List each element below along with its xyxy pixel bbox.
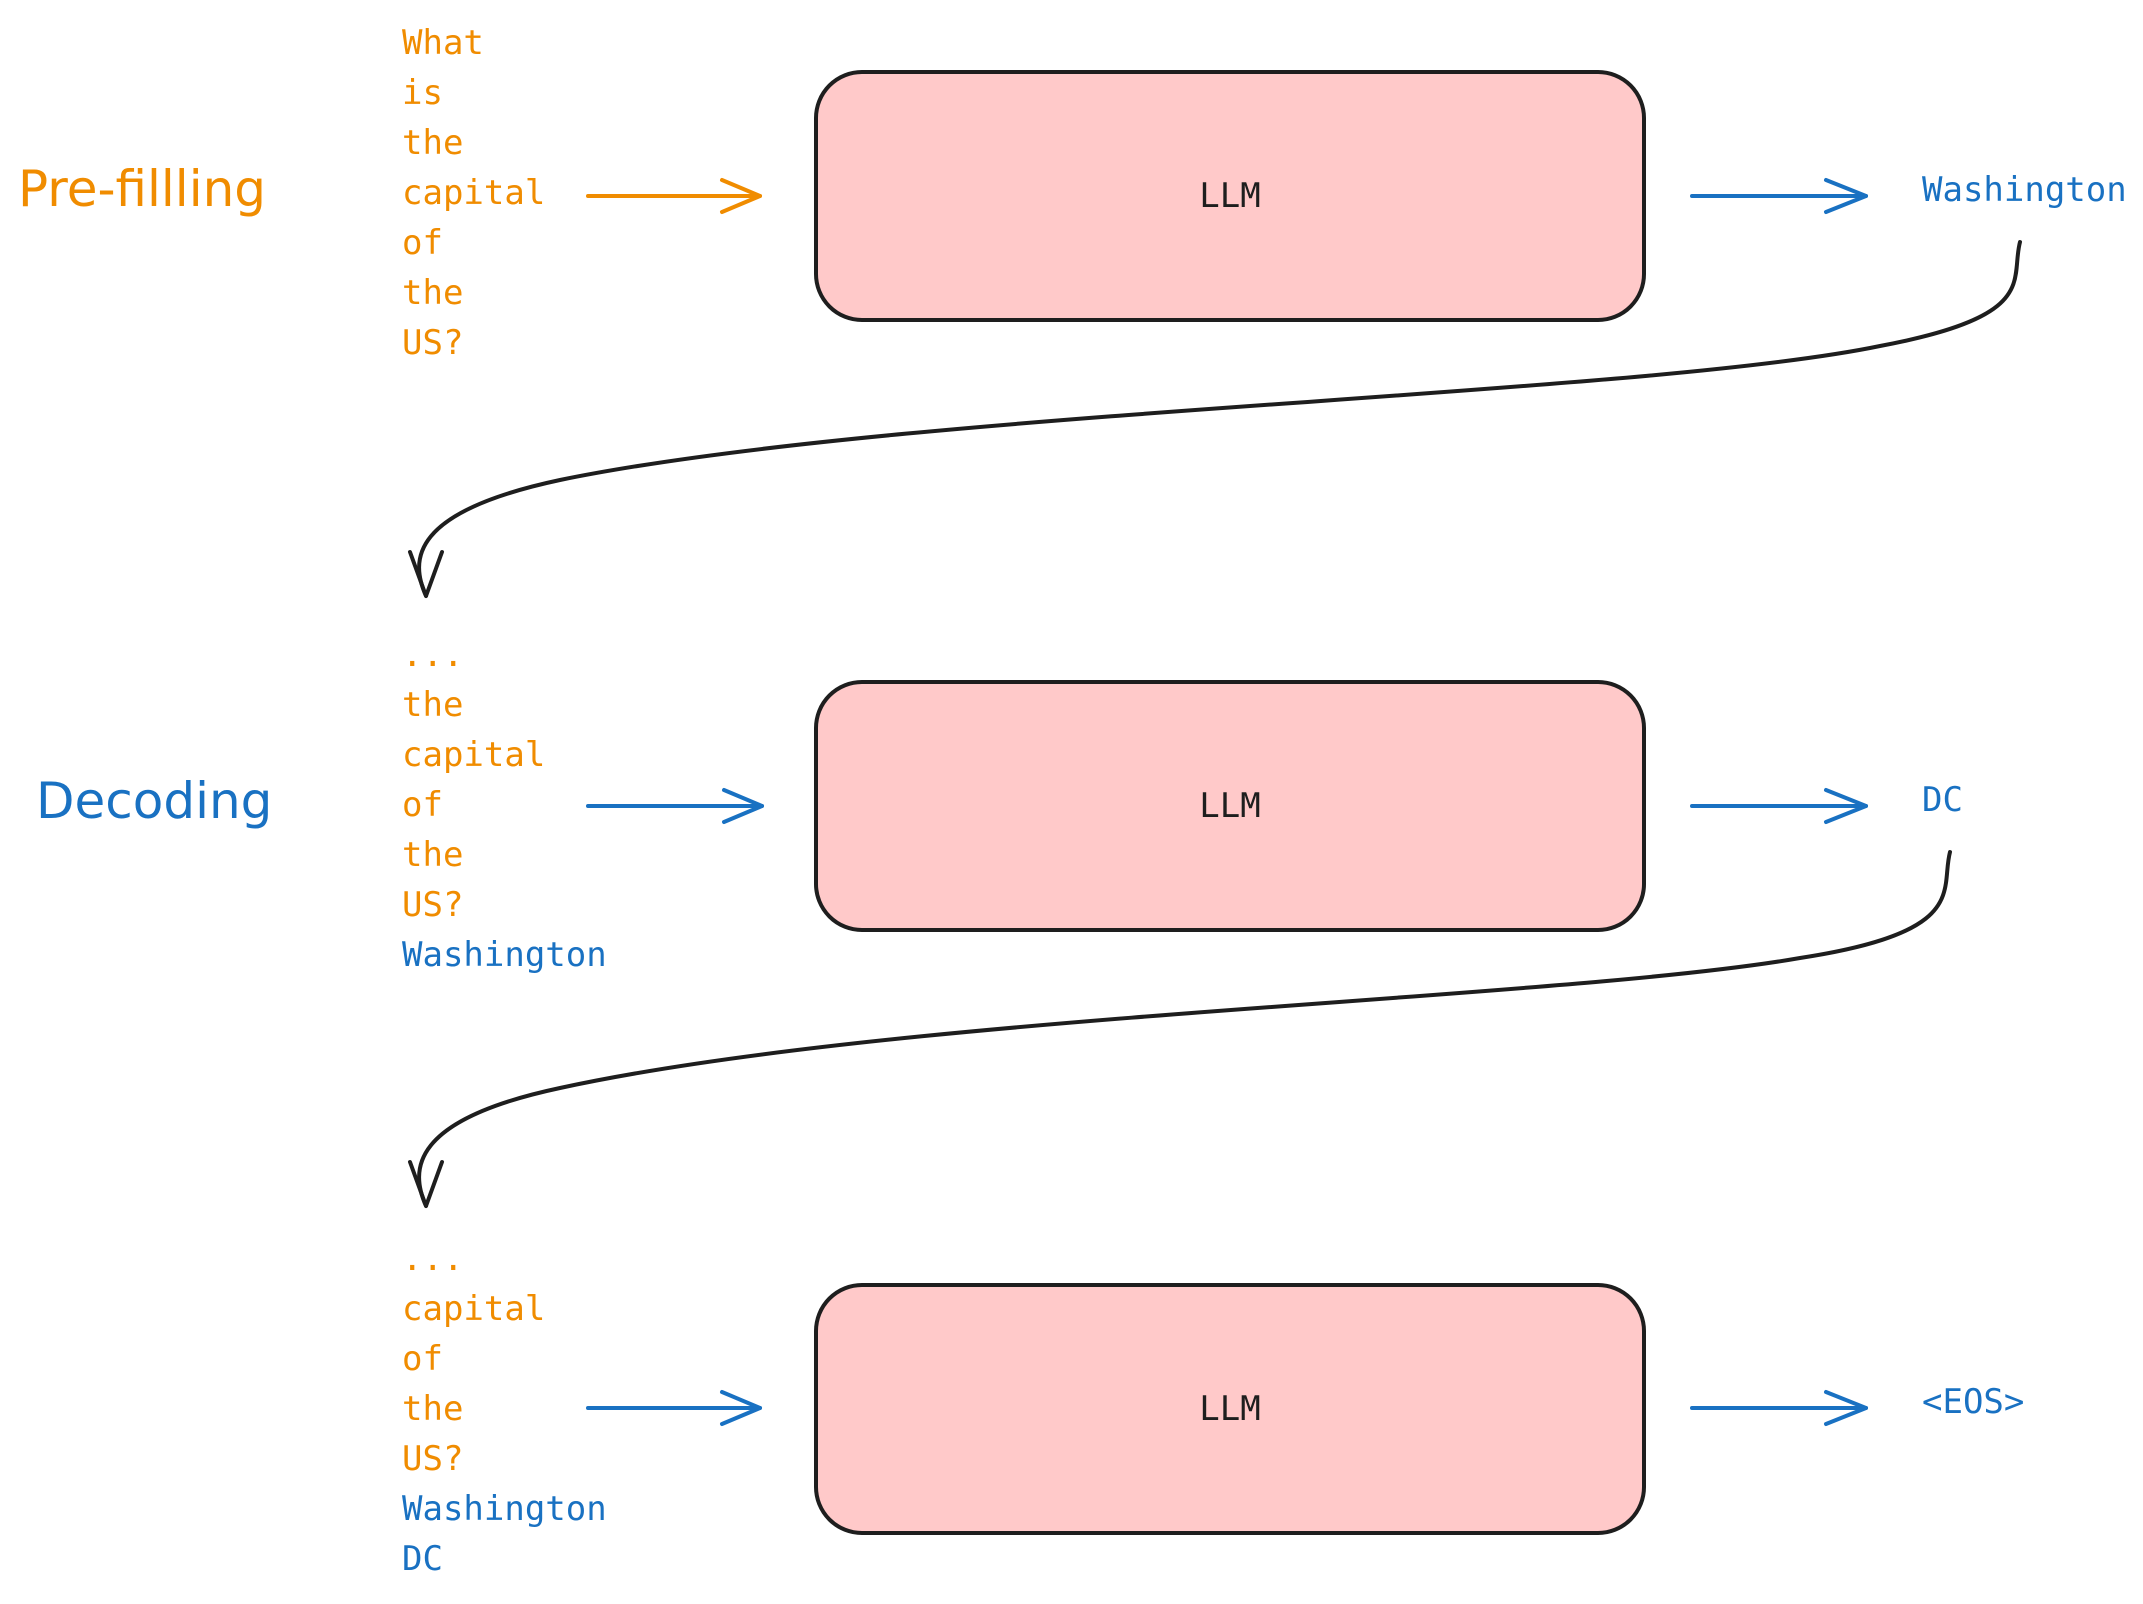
llm-box-step-3: LLM bbox=[814, 1283, 1646, 1535]
prompt-token: the bbox=[402, 123, 464, 163]
prompt-token: US? bbox=[402, 323, 464, 363]
step-3-input-arrow bbox=[586, 1390, 762, 1426]
prompt-token: capital bbox=[402, 735, 546, 775]
feedback-arrow-1 bbox=[408, 240, 2022, 598]
step-1-output-arrow bbox=[1690, 178, 1868, 214]
step-3-output-token: <EOS> bbox=[1922, 1382, 2025, 1422]
step-1-output-token: Washington bbox=[1922, 170, 2127, 210]
prompt-token: of bbox=[402, 1339, 443, 1379]
decoding-phase-label: Decoding bbox=[36, 772, 273, 830]
llm-label: LLM bbox=[1199, 176, 1261, 216]
step-3-input-tokens: ... capital of the US? Washington DC bbox=[402, 1234, 607, 1584]
prompt-token: capital bbox=[402, 173, 546, 213]
generated-token: Washington bbox=[402, 1489, 607, 1529]
prompt-token: of bbox=[402, 223, 443, 263]
llm-label: LLM bbox=[1199, 786, 1261, 826]
prompt-token: the bbox=[402, 835, 464, 875]
step-2-input-arrow bbox=[586, 788, 764, 824]
llm-box-step-1: LLM bbox=[814, 70, 1646, 322]
llm-box-step-2: LLM bbox=[814, 680, 1646, 932]
prompt-token: capital bbox=[402, 1289, 546, 1329]
generated-token: DC bbox=[402, 1539, 443, 1579]
prompt-token: US? bbox=[402, 885, 464, 925]
feedback-arrow-2 bbox=[408, 850, 1952, 1208]
step-2-output-token: DC bbox=[1922, 780, 1963, 820]
prompt-token: the bbox=[402, 685, 464, 725]
prefill-phase-label: Pre-fillling bbox=[18, 160, 267, 218]
generated-token: Washington bbox=[402, 935, 607, 975]
prompt-token: ... bbox=[402, 1239, 464, 1279]
step-2-output-arrow bbox=[1690, 788, 1868, 824]
prompt-token: of bbox=[402, 785, 443, 825]
prompt-token: the bbox=[402, 273, 464, 313]
prompt-token: ... bbox=[402, 635, 464, 675]
step-1-input-arrow bbox=[586, 178, 762, 214]
prompt-token: US? bbox=[402, 1439, 464, 1479]
llm-label: LLM bbox=[1199, 1389, 1261, 1429]
prompt-token: is bbox=[402, 73, 443, 113]
step-1-input-tokens: What is the capital of the US? bbox=[402, 18, 545, 368]
prompt-token: the bbox=[402, 1389, 464, 1429]
step-3-output-arrow bbox=[1690, 1390, 1868, 1426]
step-2-input-tokens: ... the capital of the US? Washington bbox=[402, 630, 607, 980]
prompt-token: What bbox=[402, 23, 484, 63]
